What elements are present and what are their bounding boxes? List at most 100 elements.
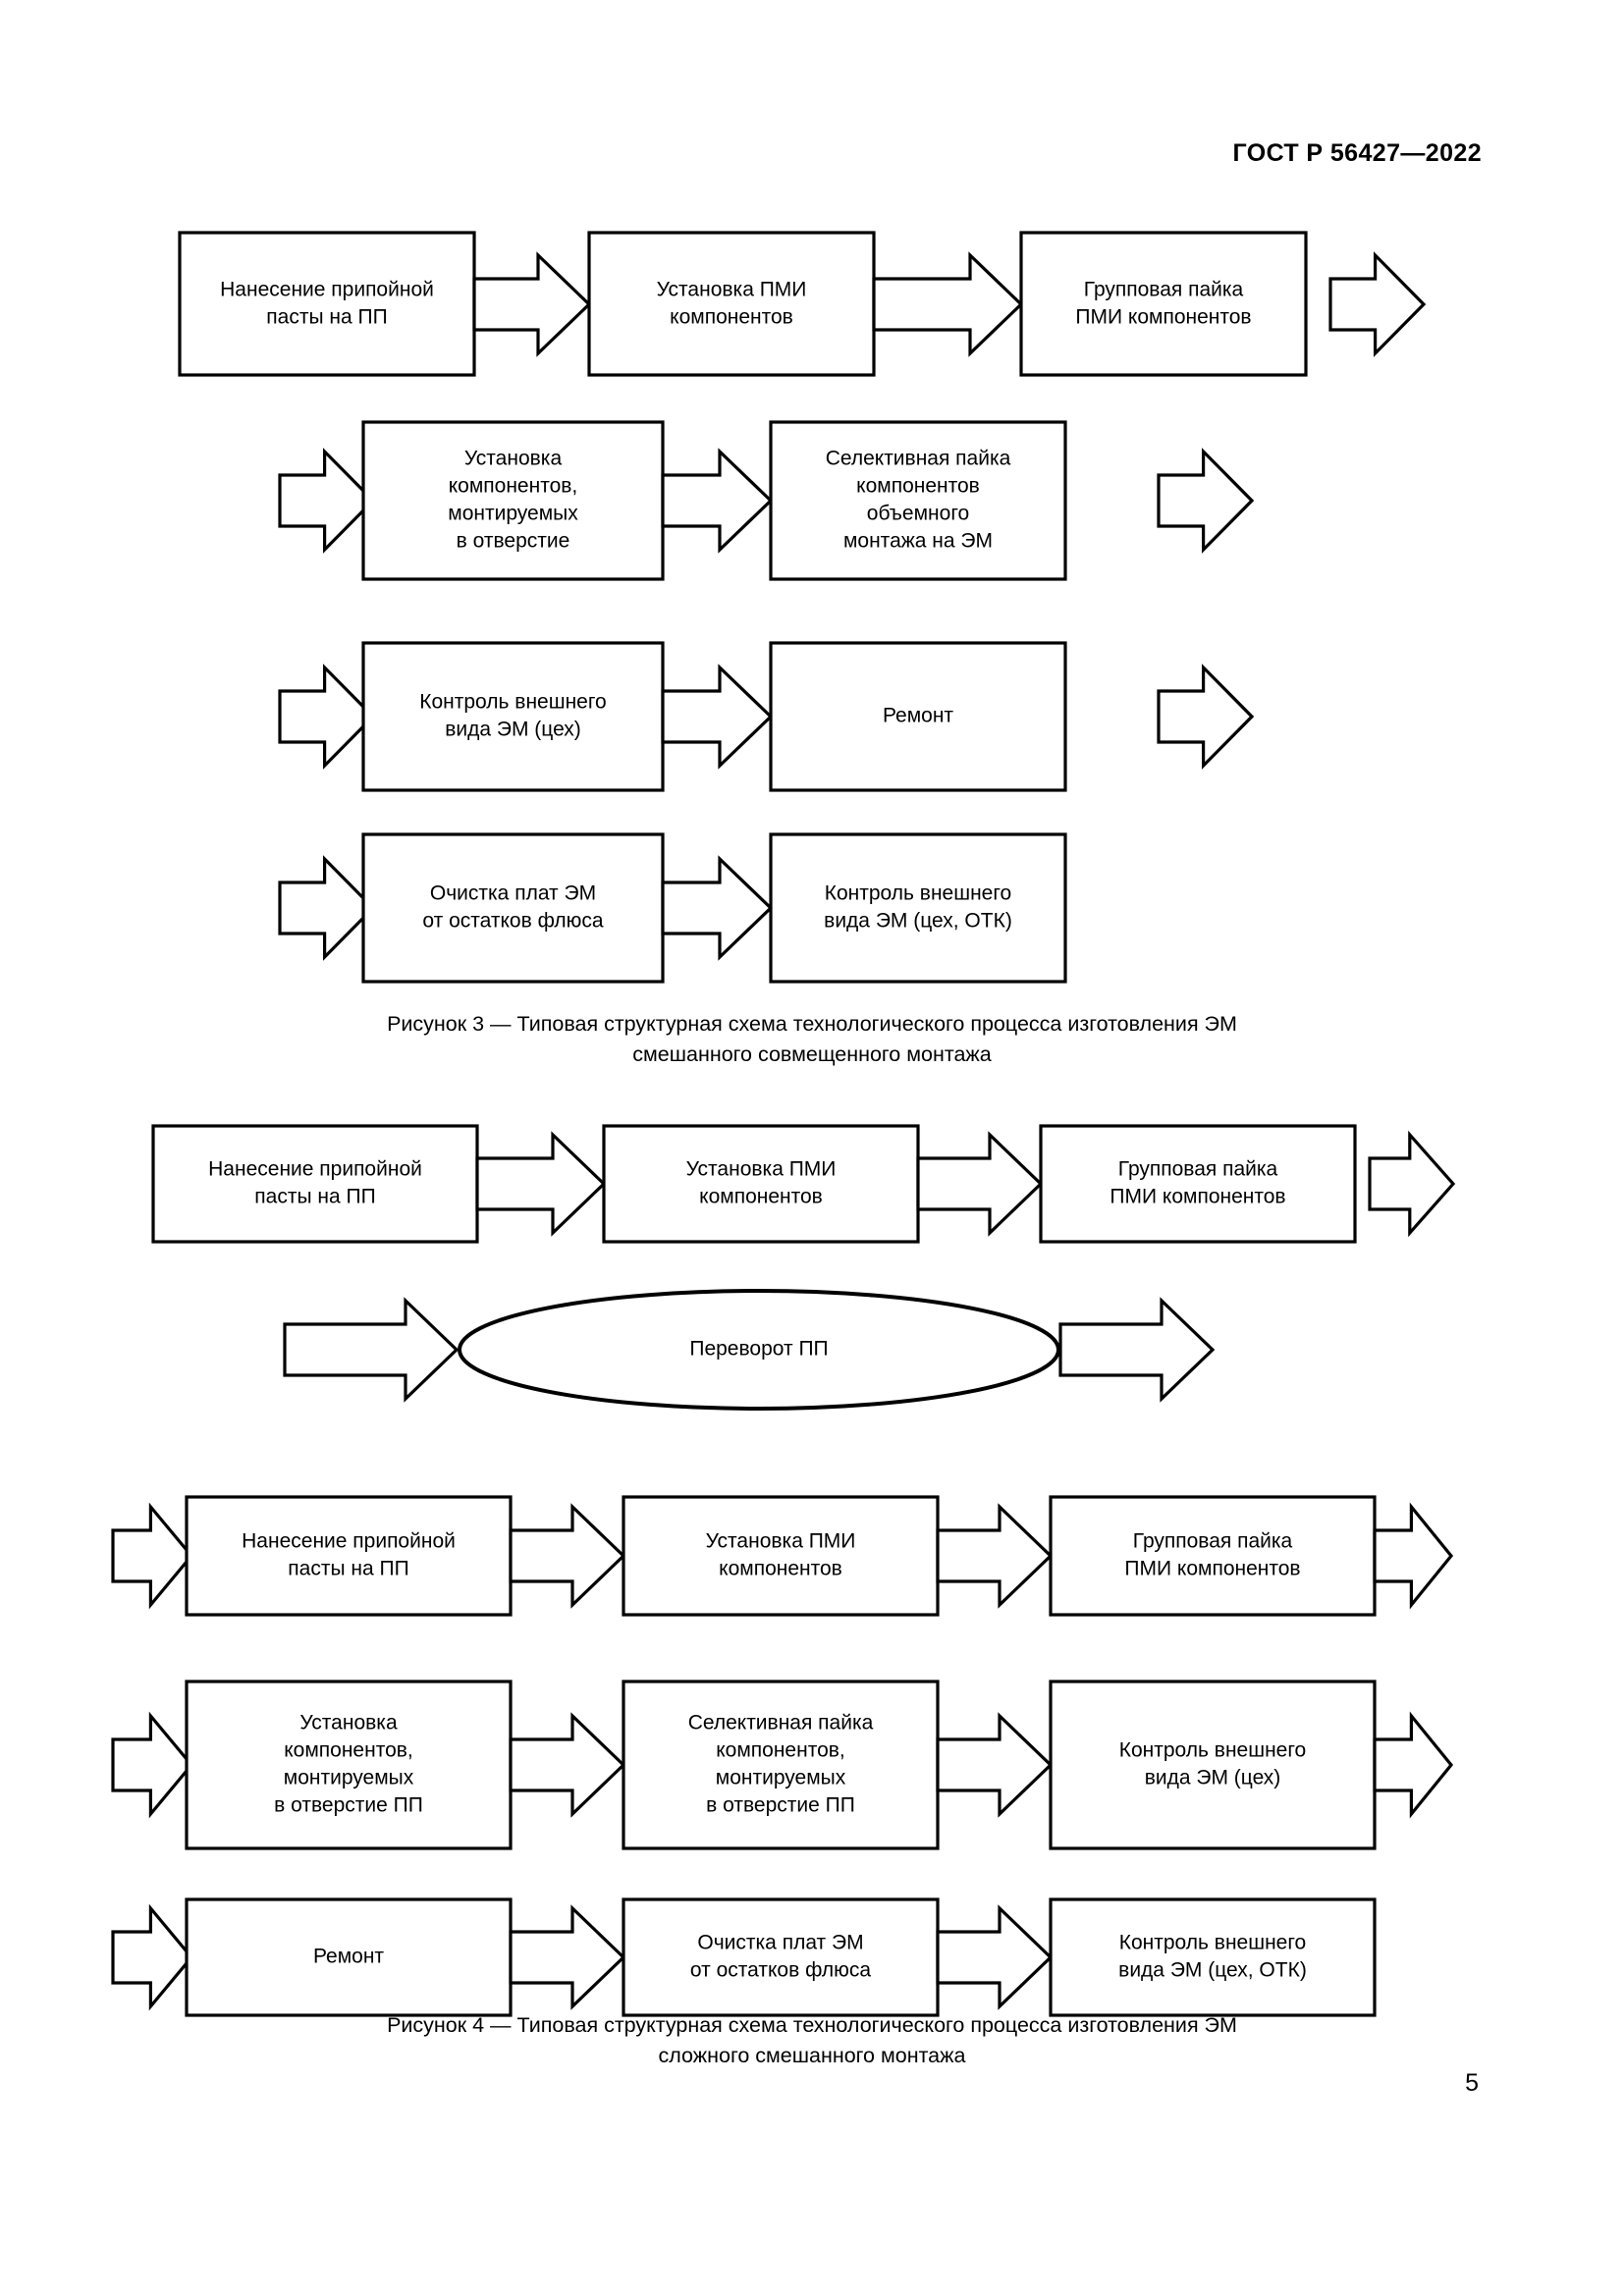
flow-node-box: [178, 231, 476, 377]
flow-connector-arrow: [472, 251, 592, 357]
flow-exit-arrow: [1157, 448, 1255, 554]
node-label-line: Групповая пайка: [1084, 279, 1244, 301]
node-label-line: Очистка плат ЭМ: [697, 1932, 863, 1954]
node-label-line: ПМИ компонентов: [1124, 1558, 1300, 1580]
node-label-line: монтируемых: [448, 503, 578, 525]
flow-node-box: [361, 832, 665, 984]
flow-node-box: [1049, 1680, 1377, 1850]
node-label-line: компонентов,: [284, 1739, 413, 1762]
node-label-line: Групповая пайка: [1133, 1530, 1293, 1553]
flow-connector-arrow: [936, 1503, 1054, 1609]
flow-node-box: [769, 420, 1067, 581]
node-label-line: от остатков флюса: [422, 910, 603, 933]
node-label-line: пасты на ПП: [266, 306, 387, 329]
flow-connector-arrow: [661, 448, 774, 554]
node-label-line: Установка: [464, 448, 563, 470]
flow-connector-arrow: [916, 1131, 1044, 1237]
flow-connector-arrow: [936, 1904, 1054, 2010]
node-label-line: Контроль внешнего: [1119, 1739, 1307, 1762]
node-label-line: Переворот ПП: [689, 1338, 828, 1361]
flow-node-box: [185, 1897, 513, 2017]
node-label-line: в отверстие ПП: [274, 1794, 423, 1817]
page-number: 5: [1465, 2069, 1479, 2097]
document-header-standard-number: ГОСТ Р 56427—2022: [1232, 139, 1482, 167]
node-label-line: вида ЭМ (цех): [1145, 1767, 1281, 1789]
flow-node-box: [587, 231, 876, 377]
node-label-line: Селективная пайка: [688, 1712, 874, 1735]
flow-row: Нанесение припойной пасты на ПП Установка …: [178, 231, 1427, 377]
flow-entry-arrow: [283, 1297, 460, 1403]
node-label-line: монтируемых: [716, 1767, 846, 1789]
flow-connector-arrow: [936, 1712, 1054, 1818]
flow-exit-arrow: [1157, 664, 1255, 770]
node-label-line: компонентов: [699, 1186, 823, 1208]
node-label-line: Нанесение припойной: [208, 1158, 422, 1181]
flow-node-text: Очистка плат ЭМ от остатков флюса: [690, 1932, 871, 1982]
flow-row: Переворот ПП: [283, 1289, 1216, 1411]
node-label-line: Установка ПМИ: [686, 1158, 837, 1181]
figure-caption-line: смешанного совмещенного монтажа: [632, 1042, 992, 1066]
flow-node-box: [769, 832, 1067, 984]
flow-connector-arrow: [509, 1712, 626, 1818]
flow-exit-arrow: [1328, 251, 1427, 357]
node-label-line: вида ЭМ (цех, ОТК): [824, 910, 1012, 933]
figure-caption-line: Рисунок 4 — Типовая структурная схема те…: [387, 2013, 1237, 2037]
node-label-line: Очистка плат ЭМ: [430, 882, 596, 905]
flow-entry-arrow: [111, 1903, 194, 2011]
node-label-line: Групповая пайка: [1118, 1158, 1278, 1181]
flow-exit-arrow: [1058, 1297, 1216, 1403]
flow-node-text: Установка ПМИ компонентов: [686, 1158, 837, 1208]
node-label-line: Контроль внешнего: [825, 882, 1012, 905]
node-label-line: Установка ПМИ: [706, 1530, 856, 1553]
node-label-line: Ремонт: [313, 1946, 384, 1968]
flow-node-text: Очистка плат ЭМ от остатков флюса: [422, 882, 603, 933]
flow-connector-arrow: [509, 1904, 626, 2010]
flow-node-text: Контроль внешнего вида ЭМ (цех, ОТК): [824, 882, 1012, 933]
node-label-line: компонентов: [719, 1558, 842, 1580]
flow-node-box: [185, 1680, 513, 1850]
flow-node-text: Контроль внешнего вида ЭМ (цех): [1119, 1739, 1307, 1789]
node-label-line: от остатков флюса: [690, 1959, 871, 1982]
node-label-line: Селективная пайка: [826, 448, 1011, 470]
flow-connector-arrow: [872, 251, 1024, 357]
flow-node-box: [1049, 1495, 1377, 1617]
flow-node-box: [185, 1495, 513, 1617]
node-label-line: Контроль внешнего: [1119, 1932, 1307, 1954]
node-label-line: ПМИ компонентов: [1110, 1186, 1285, 1208]
node-label-line: компонентов,: [716, 1739, 845, 1762]
flow-node-box: [1049, 1897, 1377, 2017]
flow-exit-arrow: [1373, 1502, 1454, 1610]
flow-entry-arrow: [111, 1711, 194, 1819]
flow-entry-arrow: [278, 855, 376, 961]
flow-node-box: [602, 1124, 920, 1244]
node-label-line: Контроль внешнего: [419, 691, 607, 714]
node-label-line: в отверстие ПП: [706, 1794, 855, 1817]
figure-4-caption: Рисунок 4 — Типовая структурная схема те…: [0, 2010, 1624, 2071]
figure-caption-line: сложного смешанного монтажа: [658, 2044, 966, 2067]
node-label-line: Нанесение припойной: [220, 279, 434, 301]
flow-node-text: Селективная пайка компонентов, монтируемых…: [688, 1712, 874, 1817]
node-label-line: в отверстие: [457, 530, 570, 553]
flow-node-box: [361, 420, 665, 581]
node-label-line: компонентов: [856, 475, 980, 498]
node-label-line: компонентов: [670, 306, 793, 329]
node-label-line: ПМИ компонентов: [1075, 306, 1251, 329]
figure-3-caption: Рисунок 3 — Типовая структурная схема те…: [0, 1009, 1624, 1070]
flow-node-ellipse: [458, 1289, 1060, 1411]
flow-entry-arrow: [111, 1502, 194, 1610]
flow-node-box: [1039, 1124, 1357, 1244]
figure-caption-line: Рисунок 3 — Типовая структурная схема те…: [387, 1012, 1237, 1036]
node-label-line: монтажа на ЭМ: [843, 530, 993, 553]
flow-node-text: Селективная пайкакомпонентовобъемногомон…: [826, 448, 1011, 553]
